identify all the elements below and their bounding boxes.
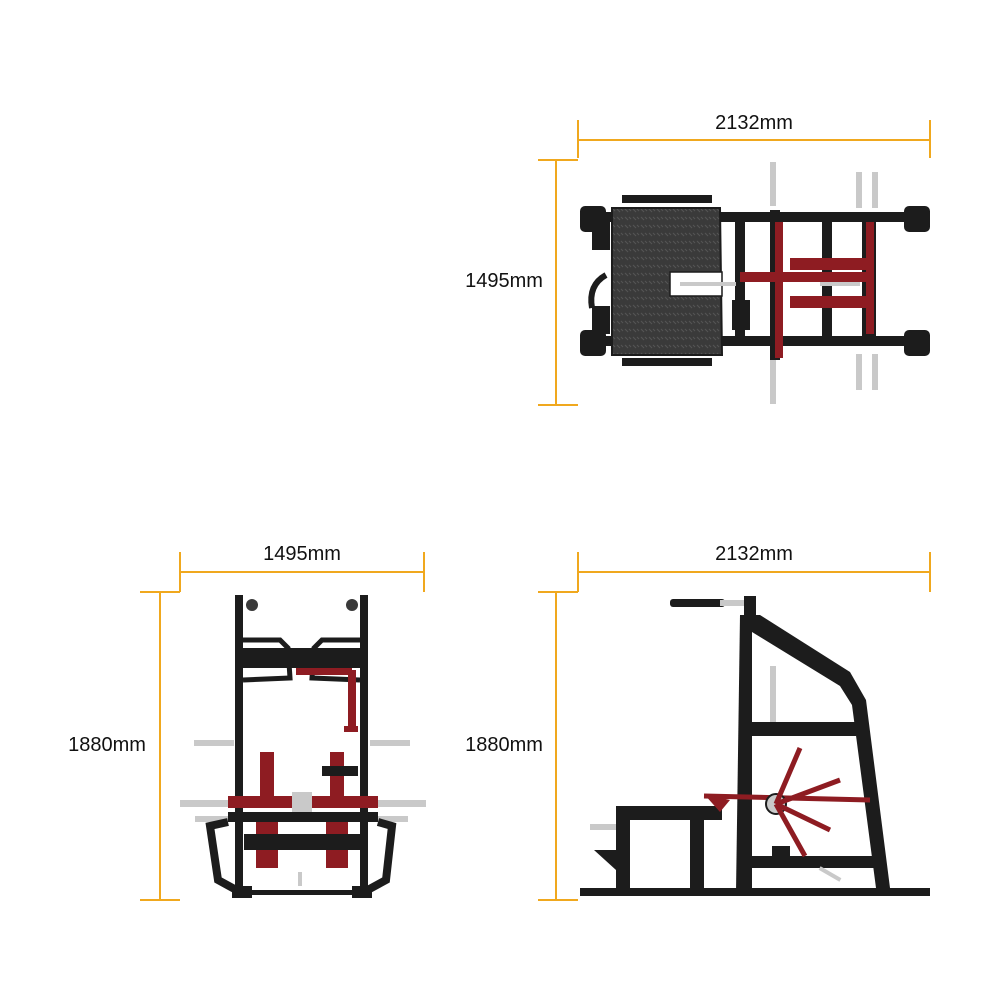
top-view: 2132mm 1495mm (465, 112, 931, 406)
front-view: 1495mm 1880mm (68, 543, 426, 901)
side-width-label: 2132mm (715, 543, 793, 565)
front-height-label: 1880mm (68, 734, 146, 756)
front-width-dimension (179, 552, 425, 592)
top-width-dimension (577, 120, 931, 158)
side-view: 2132mm 1880mm (465, 543, 931, 901)
machine-side-view (580, 596, 930, 896)
top-depth-dimension (538, 159, 578, 406)
front-height-dimension (140, 591, 180, 901)
top-width-label: 2132mm (715, 112, 793, 134)
side-height-dimension (538, 591, 578, 901)
top-depth-label: 1495mm (465, 270, 543, 292)
front-width-label: 1495mm (263, 543, 341, 565)
machine-top-view (580, 162, 930, 404)
side-height-label: 1880mm (465, 734, 543, 756)
machine-front-view (180, 595, 426, 898)
side-width-dimension (577, 552, 931, 592)
